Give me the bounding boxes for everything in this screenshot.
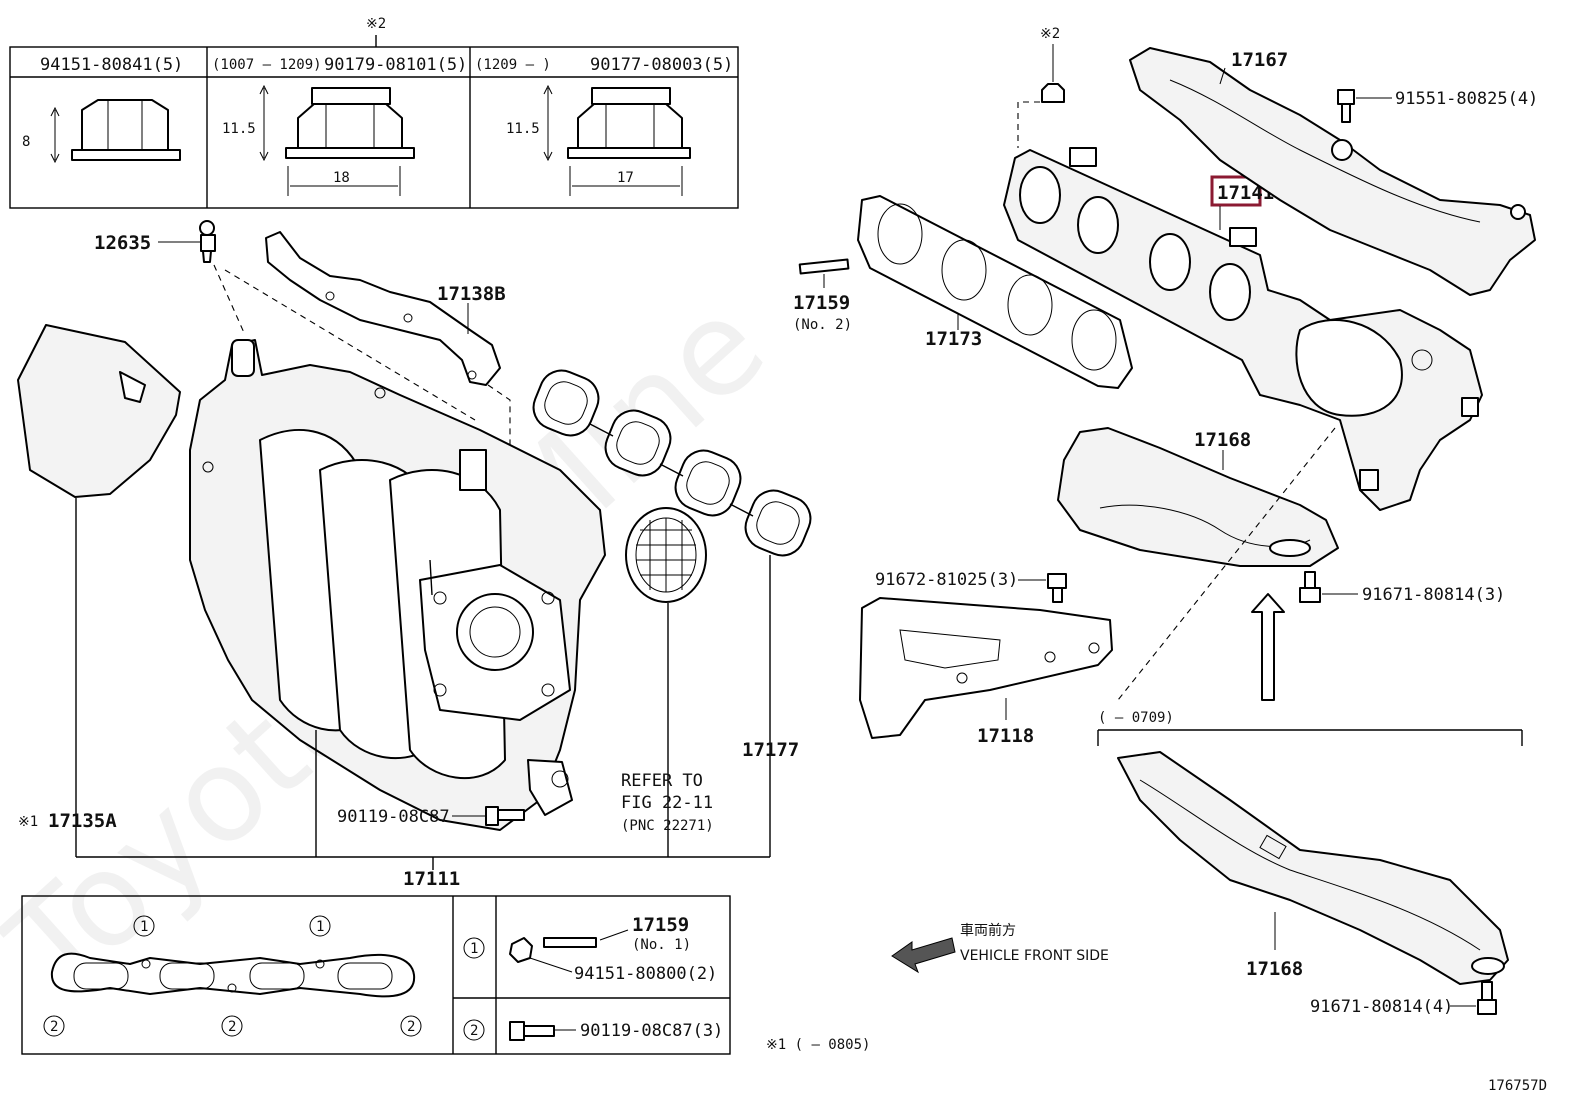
part-90119-bolt[interactable]: 90119-08C87 [337,806,525,827]
front-side-en: VEHICLE FRONT SIDE [960,948,1109,964]
gasket-marker-2b: 2 [228,1019,236,1035]
part-17177-intake-gasket[interactable]: 17177 [527,364,817,857]
refer-line-1: REFER TO [621,771,703,791]
label-17135A: 17135A [48,810,117,832]
label-17167: 17167 [1231,49,1288,71]
gasket-marker-2a: 2 [50,1019,58,1035]
row1-nut: 94151-80800(2) [574,964,717,984]
highlight-box [1210,175,1262,207]
nut-height-1: 8 [22,134,30,150]
nut-width-3: 17 [617,170,634,186]
row2-bolt: 90119-08C87(3) [580,1021,723,1041]
row1-part: 17159 [632,914,689,936]
part-flange-nut-ref2[interactable]: ※2 [1040,26,1065,103]
label-17138B: 17138B [437,283,506,305]
refer-line-3: (PNC 22271) [621,818,714,834]
front-side-jp: 車両前方 [960,922,1016,939]
part-17173-exhaust-gasket[interactable]: 17173 [857,195,1133,389]
label-17111: 17111 [403,868,460,890]
nut-range-3: (1209 – ) [475,57,551,73]
part-91671-bolt-a[interactable]: 91671-80814(3) [1299,571,1505,605]
throttle-body-gasket[interactable]: REFER TO FIG 22-11 (PNC 22271) [621,507,714,857]
label-91672: 91672-81025(3) [875,570,1018,590]
part-17159-stud[interactable]: 17159 (No. 2) [793,258,852,333]
part-12635[interactable]: 12635 [94,220,216,263]
gasket-table: 1 1 2 2 2 1 2 17159 (No. 1) 94151-80800(… [21,895,731,1055]
range-0709: ( – 0709) [1098,710,1174,726]
label-91671-b: 91671-80814(4) [1310,997,1453,1017]
label-91551: 91551-80825(4) [1395,89,1538,109]
refer-line-2: FIG 22-11 [621,793,713,813]
vehicle-front-arrow-icon [891,937,956,974]
footnote: ※1 ( – 0805) [766,1037,870,1053]
part-91551-bolt[interactable]: 91551-80825(4) [1337,89,1538,123]
flange-nut-icon: 11.5 18 [222,84,415,196]
nut-part-2: 90179-08101(5) [324,55,467,75]
part-17118-bracket[interactable]: 17118 [859,597,1113,747]
nut-table-note-mark: ※2 [366,16,386,32]
part-17168-insulator-a[interactable]: 17168 [1057,427,1339,567]
part-17135A[interactable]: ※1 17135A [17,324,181,857]
gasket-marker-1b: 1 [316,919,324,935]
nut-range-2: (1007 – 1209) [212,57,322,73]
part-17141-exhaust-manifold[interactable]: 17141 [1003,147,1483,511]
label-90119-bolt: 90119-08C87 [337,807,450,827]
label-12635: 12635 [94,232,151,254]
nut-width-2: 18 [333,170,350,186]
nut-height-3: 11.5 [506,121,540,137]
label-17159-no2: 17159 [793,292,850,314]
part-17111-intake-manifold[interactable] [189,339,606,831]
part-17167-heat-insulator[interactable]: 17167 [1129,47,1536,296]
gasket-marker-1a: 1 [140,919,148,935]
label-17168-a: 17168 [1194,429,1251,451]
label-17159-no2-sub: (No. 2) [793,317,852,333]
row-circle-1: 1 [470,941,478,957]
row-circle-2: 2 [470,1023,478,1039]
nut-table: ※2 94151-80841(5) (1007 – 1209) 90179-08… [9,16,739,209]
direction-arrow-up-icon [1251,593,1285,701]
part-17168-insulator-b[interactable]: 17168 [1117,751,1509,985]
nut-part-3: 90177-08003(5) [590,55,733,75]
nut-part-1: 94151-80841(5) [40,55,183,75]
label-17177: 17177 [742,739,799,761]
gasket-marker-2c: 2 [407,1019,415,1035]
nut-height-2: 11.5 [222,121,256,137]
flange-nut-icon: 8 [22,99,181,164]
label-17135A-mark: ※1 [18,814,38,830]
label-17173: 17173 [925,328,982,350]
flange-nut-icon: 11.5 17 [506,84,691,196]
label-17118: 17118 [977,725,1034,747]
part-91671-bolt-b[interactable]: 91671-80814(4) [1310,981,1497,1017]
row1-sub: (No. 1) [632,937,691,953]
nut-mark-ref: ※2 [1040,26,1060,42]
part-17138B[interactable]: 17138B [265,231,506,386]
diagram-id: 176757D [1488,1078,1547,1094]
label-17168-b: 17168 [1246,958,1303,980]
label-91671-a: 91671-80814(3) [1362,585,1505,605]
part-91672-bolt[interactable]: 91672-81025(3) [875,570,1067,603]
